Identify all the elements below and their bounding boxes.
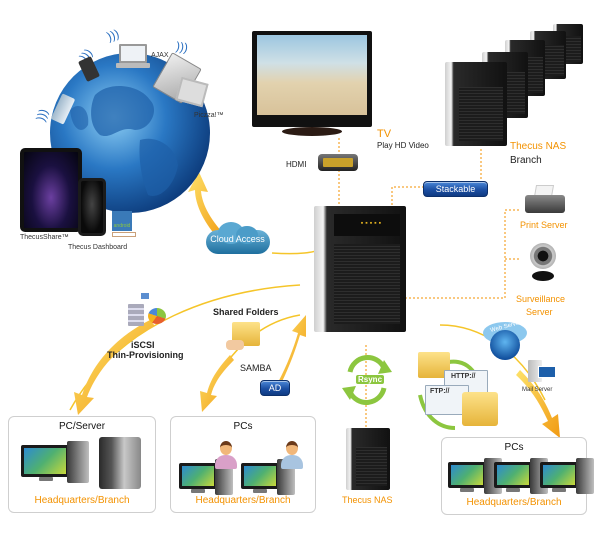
- smartphone-icon: [78, 178, 106, 236]
- print-server-label: Print Server: [520, 220, 568, 230]
- surveillance-label-line1: Surveillance: [516, 294, 566, 304]
- android-badge: android: [112, 211, 132, 231]
- monitor-stand: [552, 488, 566, 492]
- tv-icon: [252, 31, 372, 139]
- rsync-label: Rsync: [356, 375, 385, 384]
- desktop-pc-icon: [540, 458, 594, 498]
- iscsi-label-line1: iSCSI: [131, 340, 155, 350]
- iscsi-label-line2: Thin-Provisioning: [107, 350, 184, 360]
- thecusshare-label: ThecusShare™: [20, 234, 69, 241]
- printer-icon: [525, 185, 565, 215]
- arrows: [74, 172, 560, 438]
- services-down-arrow: [516, 370, 560, 438]
- cloud-access-cloud: Cloud Access: [200, 222, 275, 258]
- central-nas-device: ▪▪▪▪▪: [314, 206, 406, 332]
- monitor-icon: [179, 463, 217, 489]
- shared-folders-title: Shared Folders: [213, 307, 279, 317]
- rsync-target-label: Thecus NAS: [342, 495, 393, 505]
- tv-subtitle: Play HD Video: [377, 141, 429, 150]
- ftp-window: FTP://: [425, 385, 469, 415]
- branch-nas-device: [445, 62, 507, 146]
- tablet-icon: [20, 148, 82, 232]
- laptop-icon: [116, 44, 150, 70]
- wifi-icon: ))): [174, 39, 190, 55]
- samba-down-arrow: [200, 355, 234, 412]
- site-box-pcs-services: PCs Headquarters/Branch: [441, 437, 594, 515]
- monitor-icon: [241, 463, 279, 489]
- shared-folder-icon: [226, 322, 262, 354]
- monitor-icon: [540, 462, 578, 488]
- hdmi-connector-icon: [318, 154, 358, 171]
- monitor-icon: [494, 462, 532, 488]
- site-footer: Headquarters/Branch: [195, 495, 291, 506]
- site-footer: Headquarters/Branch: [34, 495, 130, 506]
- print-connector-line: [405, 209, 520, 299]
- hdmi-label: HDMI: [286, 160, 307, 169]
- monitor-stand: [191, 489, 205, 493]
- webcam-icon: [528, 243, 558, 283]
- cloud-arc: [271, 249, 319, 255]
- rsync-arrowhead-2: [342, 386, 356, 400]
- user-avatar-icon: [215, 441, 237, 475]
- ajax-label: AJAX: [151, 52, 169, 59]
- stackable-connector-line: [391, 186, 423, 205]
- branch-nas-title: Thecus NAS: [510, 141, 567, 152]
- rsync-arrowhead-1: [378, 360, 392, 374]
- site-box-pcs-samba: PCs Headquarters/Branch: [170, 416, 316, 513]
- rsync-icon: [347, 355, 387, 405]
- dashboard-label: Thecus Dashboard: [68, 244, 128, 251]
- monitor-stand: [506, 488, 520, 492]
- monitor-stand: [460, 488, 474, 492]
- server-tower-icon: [99, 437, 141, 489]
- surveillance-label-line2: Server: [526, 307, 553, 317]
- web-server-icon: [483, 322, 527, 360]
- desktop-pc-icon: [494, 458, 548, 498]
- branch-nas-subtitle: Branch: [510, 155, 542, 166]
- iscsi-icon: [126, 292, 168, 328]
- site-title: PCs: [233, 421, 253, 432]
- document-folder-icon: [462, 392, 498, 426]
- ftp-label: FTP://: [430, 388, 450, 395]
- http-label: HTTP://: [451, 373, 476, 380]
- piczza-label: Piczza!™: [194, 112, 224, 119]
- ad-up-arrow: [276, 315, 306, 390]
- stackable-button[interactable]: Stackable: [423, 181, 488, 197]
- user-avatar-icon: [281, 441, 303, 475]
- ad-button[interactable]: AD: [260, 380, 290, 396]
- mail-server-icon: [528, 360, 558, 384]
- samba-label: SAMBA: [240, 363, 272, 373]
- cloud-access-label: Cloud Access: [210, 234, 265, 244]
- dotted-connectors: [338, 138, 520, 430]
- monitor-stand: [253, 489, 267, 493]
- tower-icon: [576, 458, 594, 494]
- monitor-icon: [448, 462, 486, 488]
- rsync-target-nas: [346, 428, 390, 490]
- desktop-pc-icon: [21, 441, 91, 487]
- site-box-pc-server: PC/Server Headquarters/Branch: [8, 416, 156, 513]
- desktop-pc-icon: [448, 458, 502, 498]
- site-title: PC/Server: [58, 421, 106, 432]
- nas-lcd-display: ▪▪▪▪▪: [360, 220, 384, 228]
- cloud-up-arrow: [188, 172, 226, 240]
- android-market-badge: [112, 232, 136, 237]
- iscsi-down-arrow: [74, 320, 155, 415]
- site-footer: Headquarters/Branch: [466, 497, 562, 508]
- site-title: PCs: [504, 442, 524, 453]
- mail-server-label: Mail Server: [522, 387, 553, 393]
- tv-title: TV: [377, 128, 392, 140]
